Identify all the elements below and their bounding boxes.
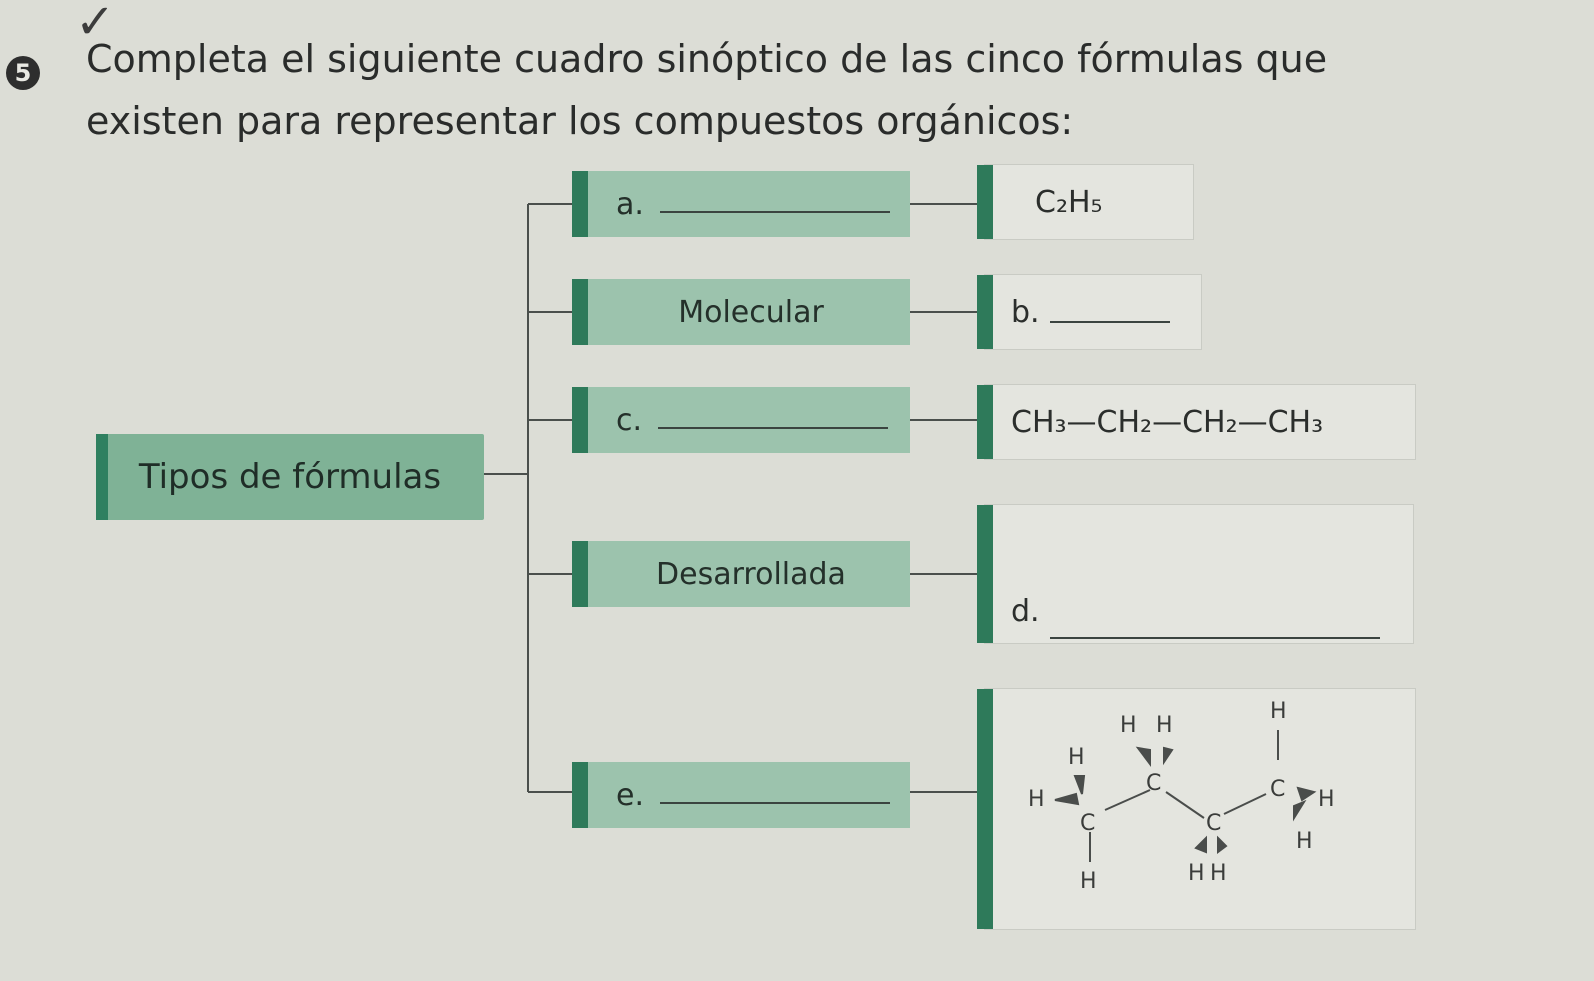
example-b-box: b. [977,274,1202,350]
category-e-label: e. [616,777,644,813]
category-molecular-label: Molecular [678,294,824,330]
instruction-text: Completa el siguiente cuadro sinóptico d… [86,28,1576,152]
example-c-formula: CH₃—CH₂—CH₂—CH₃ [1011,404,1324,440]
category-accent-bar [572,762,588,828]
root-box-tipos-de-formulas: Tipos de fórmulas [96,434,484,520]
category-accent-bar [572,279,588,345]
atom-c: C [1146,771,1161,796]
category-desarrollada-box: Desarrollada [572,541,910,607]
example-e-box [977,688,1416,930]
skeletal-formula-diagram: H H H H C H C C C H H H H H [1028,699,1335,894]
instruction-line-2: existen para representar los compuestos … [86,99,1074,143]
atom-h: H [1296,829,1313,854]
category-accent-bar [572,387,588,453]
atom-h: H [1120,713,1137,738]
atom-c: C [1270,777,1285,802]
example-d-box: d. [977,504,1414,644]
atom-h: H [1270,699,1287,724]
category-c-box: c. [572,387,910,453]
category-molecular-box: Molecular [572,279,910,345]
atom-h: H [1156,713,1173,738]
example-accent-bar [977,165,993,239]
category-a-answer-blank[interactable] [659,211,890,213]
category-c-answer-blank[interactable] [658,427,889,429]
category-c-label: c. [616,402,643,438]
atom-h: H [1080,869,1097,894]
category-a-box: a. [572,171,910,237]
root-label: Tipos de fórmulas [138,457,442,497]
example-accent-bar [977,505,993,643]
example-a-box: C₂H₅ [977,164,1194,240]
root-accent-bar [96,434,108,520]
example-b-answer-blank[interactable] [1049,321,1170,323]
example-accent-bar [977,275,993,349]
check-mark-icon: ✓ [75,0,116,50]
atom-c: C [1206,811,1221,836]
example-accent-bar [977,385,993,459]
example-d-answer-blank[interactable] [1049,637,1380,639]
atom-h: H [1028,787,1045,812]
atom-c: C [1080,811,1095,836]
atom-h: H [1210,861,1227,886]
example-accent-bar [977,689,993,929]
example-d-label: d. [1011,594,1040,629]
category-e-answer-blank[interactable] [660,802,890,804]
atom-h: H [1318,787,1335,812]
example-b-label: b. [1011,294,1040,330]
example-a-formula: C₂H₅ [1035,184,1103,220]
atom-h: H [1068,745,1085,770]
category-e-box: e. [572,762,910,828]
instruction-line-1: Completa el siguiente cuadro sinóptico d… [86,37,1328,81]
question-number: 5 [6,56,40,90]
atom-h: H [1188,861,1205,886]
category-desarrollada-label: Desarrollada [656,556,846,592]
category-accent-bar [572,541,588,607]
category-accent-bar [572,171,588,237]
example-c-box: CH₃—CH₂—CH₂—CH₃ [977,384,1416,460]
category-a-label: a. [616,186,644,222]
